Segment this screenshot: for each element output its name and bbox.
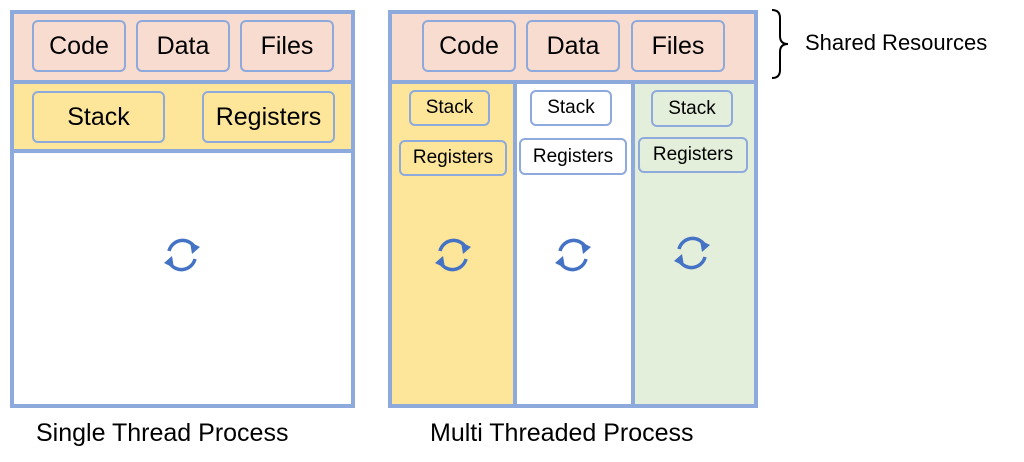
thread-2-registers-box: Registers	[519, 138, 627, 175]
thread-3-stack-box: Stack	[651, 90, 733, 127]
shared-resources-label: Shared Resources	[805, 30, 988, 55]
cycle-arrows-icon	[428, 230, 478, 280]
single-registers-box: Registers	[202, 91, 335, 143]
cycle-arrows-icon	[548, 230, 598, 280]
thread-1-registers-box: Registers	[399, 140, 507, 176]
single-stack-box: Stack	[32, 91, 165, 143]
single-thread-body	[10, 149, 355, 408]
thread-2-stack-box: Stack	[530, 90, 612, 126]
multi-data-box: Data	[526, 20, 620, 72]
cycle-arrows-icon	[157, 230, 207, 280]
single-thread-caption: Single Thread Process	[36, 419, 289, 447]
multi-code-box: Code	[422, 20, 516, 72]
single-files-box: Files	[240, 20, 334, 72]
thread-3-registers-box: Registers	[638, 137, 748, 173]
cycle-arrows-icon	[667, 228, 717, 278]
multi-thread-caption: Multi Threaded Process	[430, 419, 694, 447]
right-brace-icon	[771, 9, 789, 79]
single-code-box: Code	[32, 20, 126, 72]
thread-1-stack-box: Stack	[409, 90, 490, 126]
thread-column-3	[631, 80, 758, 408]
single-data-box: Data	[136, 20, 230, 72]
multi-files-box: Files	[631, 20, 725, 72]
